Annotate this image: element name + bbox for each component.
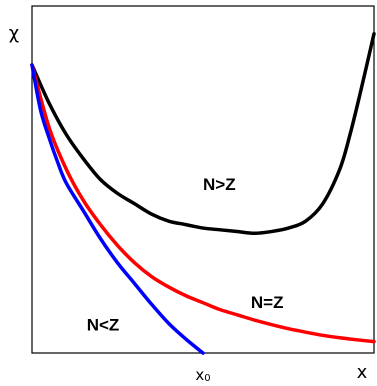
- y-axis-label: χ: [9, 23, 19, 44]
- x-axis-label: x: [357, 362, 368, 383]
- series-label-0: N>Z: [203, 175, 236, 194]
- series-group: [30, 32, 376, 355]
- series-label-1: N=Z: [251, 293, 284, 312]
- series-line-1: [30, 63, 376, 344]
- series-labels: N>Z N=Z N<Z: [87, 175, 284, 335]
- series-line-0: [30, 32, 376, 236]
- series-line-2: [30, 63, 205, 355]
- x-ticks: x0: [195, 366, 210, 384]
- series-label-2: N<Z: [87, 315, 120, 334]
- x-tick-subscript-0: 0: [204, 373, 210, 384]
- x-tick-label-0: x0: [195, 366, 210, 384]
